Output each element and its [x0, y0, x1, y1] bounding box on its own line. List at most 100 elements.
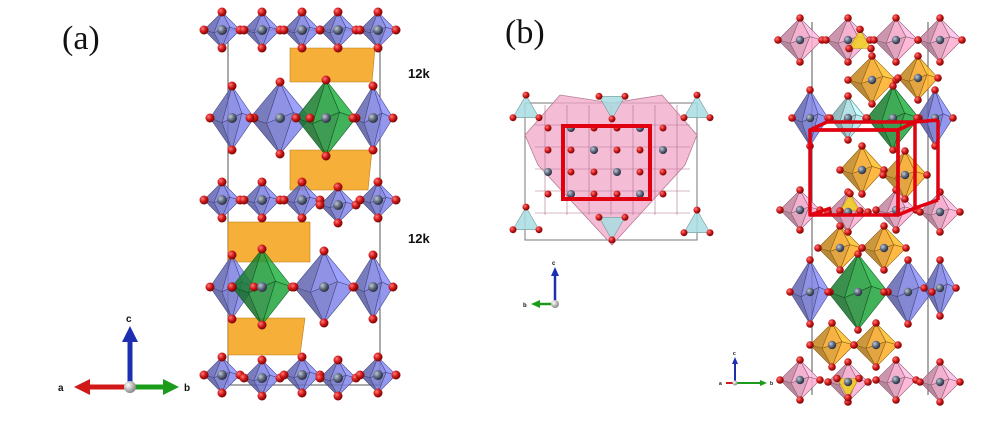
panel-a-oxygen-atom	[279, 195, 289, 205]
panel-b-side-oxygen-atom	[958, 36, 966, 44]
panel-b-oxygen-atom	[590, 168, 598, 176]
pink-octahedron	[916, 17, 964, 63]
panel-a-oxygen-atom	[239, 373, 249, 383]
panel-label-a: (a)	[62, 20, 100, 57]
blue-octahedron-face	[337, 201, 357, 224]
panel-b-side-cation-atom	[795, 205, 805, 215]
panel-b-cation-atom	[636, 190, 644, 198]
panel-b-oxygen-atom	[636, 168, 644, 176]
panel-a-oxygen-atom	[239, 195, 249, 205]
panel-b-side-oxygen-atom	[936, 58, 944, 66]
panel-a-oxygen-atom	[373, 43, 383, 53]
panel-b-side-cation-atom	[795, 375, 805, 385]
panel-a-cation-atom	[217, 370, 227, 380]
blue-octahedron	[923, 258, 957, 318]
panel-b-side-oxygen-atom	[934, 74, 942, 82]
panel-b-oxygen-atom	[567, 168, 575, 176]
panel-a-oxygen-atom	[291, 113, 301, 123]
axis-label-c: c	[126, 314, 132, 325]
panel-b-side-oxygen-atom	[914, 36, 922, 44]
panel-a-cation-atom	[275, 113, 285, 123]
panel-b-side-oxygen-atom	[931, 86, 939, 94]
panel-b-cation-atom	[590, 146, 598, 154]
panel-b-cation-atom	[613, 168, 621, 176]
panel-a-oxygen-atom	[257, 213, 267, 223]
panel-b-side-cation-atom	[843, 113, 853, 123]
panel-b-side-cation-atom	[891, 375, 901, 385]
panel-a-cation-atom	[319, 282, 329, 292]
panel-b-oxygen-atom	[608, 115, 616, 123]
panel-b-side-oxygen-atom	[936, 358, 944, 366]
panel-a-oxygen-atom	[227, 282, 237, 292]
panel-b-side-oxygen-atom	[880, 222, 888, 230]
panel-b-oxygen-atom	[608, 236, 616, 244]
cyan-tetrahedron	[683, 209, 711, 233]
bipyramid-slab	[227, 221, 311, 263]
panel-b-side-oxygen-atom	[892, 58, 900, 66]
axis-label-b-b1: b	[523, 303, 527, 309]
panel-a-oxygen-atom	[239, 25, 249, 35]
panel-a-oxygen-atom	[333, 43, 343, 53]
cyan-tetrahedron	[512, 94, 540, 118]
panel-a-oxygen-atom	[217, 177, 227, 187]
orange-polyhedron-face	[861, 166, 885, 195]
cyan-tetrahedron	[512, 206, 540, 230]
panel-b-side-oxygen-atom	[901, 147, 909, 155]
panel-b-side-oxygen-atom	[936, 14, 944, 22]
pink-octahedron	[918, 361, 962, 403]
panel-a-oxygen-atom	[257, 355, 267, 365]
panel-b-side-cation-atom	[935, 283, 945, 293]
orange-polyhedron-face	[917, 74, 939, 101]
pink-octahedron	[874, 189, 918, 231]
panel-b-side-oxygen-atom	[913, 114, 921, 122]
panel-a-oxygen-atom	[257, 177, 267, 187]
blue-octahedron-face	[337, 374, 357, 397]
panel-b-side-oxygen-atom	[788, 114, 796, 122]
panel-b-side-cation-atom	[853, 287, 863, 297]
panel-a-oxygen-atom	[373, 7, 383, 17]
panel-a-oxygen-atom	[333, 7, 343, 17]
panel-a-oxygen-atom	[333, 391, 343, 401]
panel-a-cation-atom	[368, 282, 378, 292]
panel-b-side-oxygen-atom	[844, 136, 852, 144]
panel-b-side-oxygen-atom	[816, 376, 824, 384]
panel-a-oxygen-atom	[321, 75, 331, 85]
panel-b-side-oxygen-atom	[879, 171, 887, 179]
panel-b-side-oxygen-atom	[868, 52, 876, 60]
panel-b-side-oxygen-atom	[868, 100, 876, 108]
panel-b-oxygen-atom	[659, 168, 667, 176]
cyan-tetrahedron	[598, 96, 626, 120]
blue-octahedron-face	[809, 286, 831, 325]
panel-a-cation-atom	[321, 113, 331, 123]
panel-a-oxygen-atom	[289, 282, 299, 292]
pink-octahedron-face	[939, 378, 961, 403]
panel-a-oxygen-atom	[217, 7, 227, 17]
panel-b-side-oxygen-atom	[936, 398, 944, 406]
green-octahedron-face	[325, 111, 357, 157]
panel-b-side-oxygen-atom	[796, 14, 804, 22]
panel-b-side-cation-atom	[805, 287, 815, 297]
panel-b-side-oxygen-atom	[844, 92, 852, 100]
panel-b-side-oxygen-atom	[855, 374, 863, 383]
panel-b-oxygen-atom	[509, 226, 517, 234]
panel-b-side-oxygen-atom	[916, 208, 924, 216]
b-axis-arrow-b2	[760, 380, 767, 386]
panel-b-side-oxygen-atom	[949, 114, 957, 122]
panel-b-side-cation-atom	[805, 113, 815, 123]
panel-b-atoms	[509, 91, 714, 244]
panel-b-cation-atom	[567, 190, 575, 198]
panel-b-side-cation-atom	[871, 340, 881, 350]
b-axis-arrow	[163, 379, 179, 395]
blue-octahedron-face	[377, 371, 397, 394]
highlight-box-b1	[561, 124, 652, 201]
panel-b-oxygen-atom	[544, 146, 552, 154]
panel-a-cation-atom	[227, 113, 237, 123]
panel-b-oxygen-atom	[535, 114, 543, 122]
panel-b-side-oxygen-atom	[806, 256, 814, 264]
blue-octahedron-face	[377, 196, 397, 219]
site-label-12k-bottom: 12k	[408, 231, 430, 246]
pink-octahedron	[778, 359, 822, 401]
panel-b-oxygen-atom	[659, 124, 667, 132]
panel-b-side-oxygen-atom	[889, 82, 897, 90]
panel-a-cation-atom	[257, 25, 267, 35]
